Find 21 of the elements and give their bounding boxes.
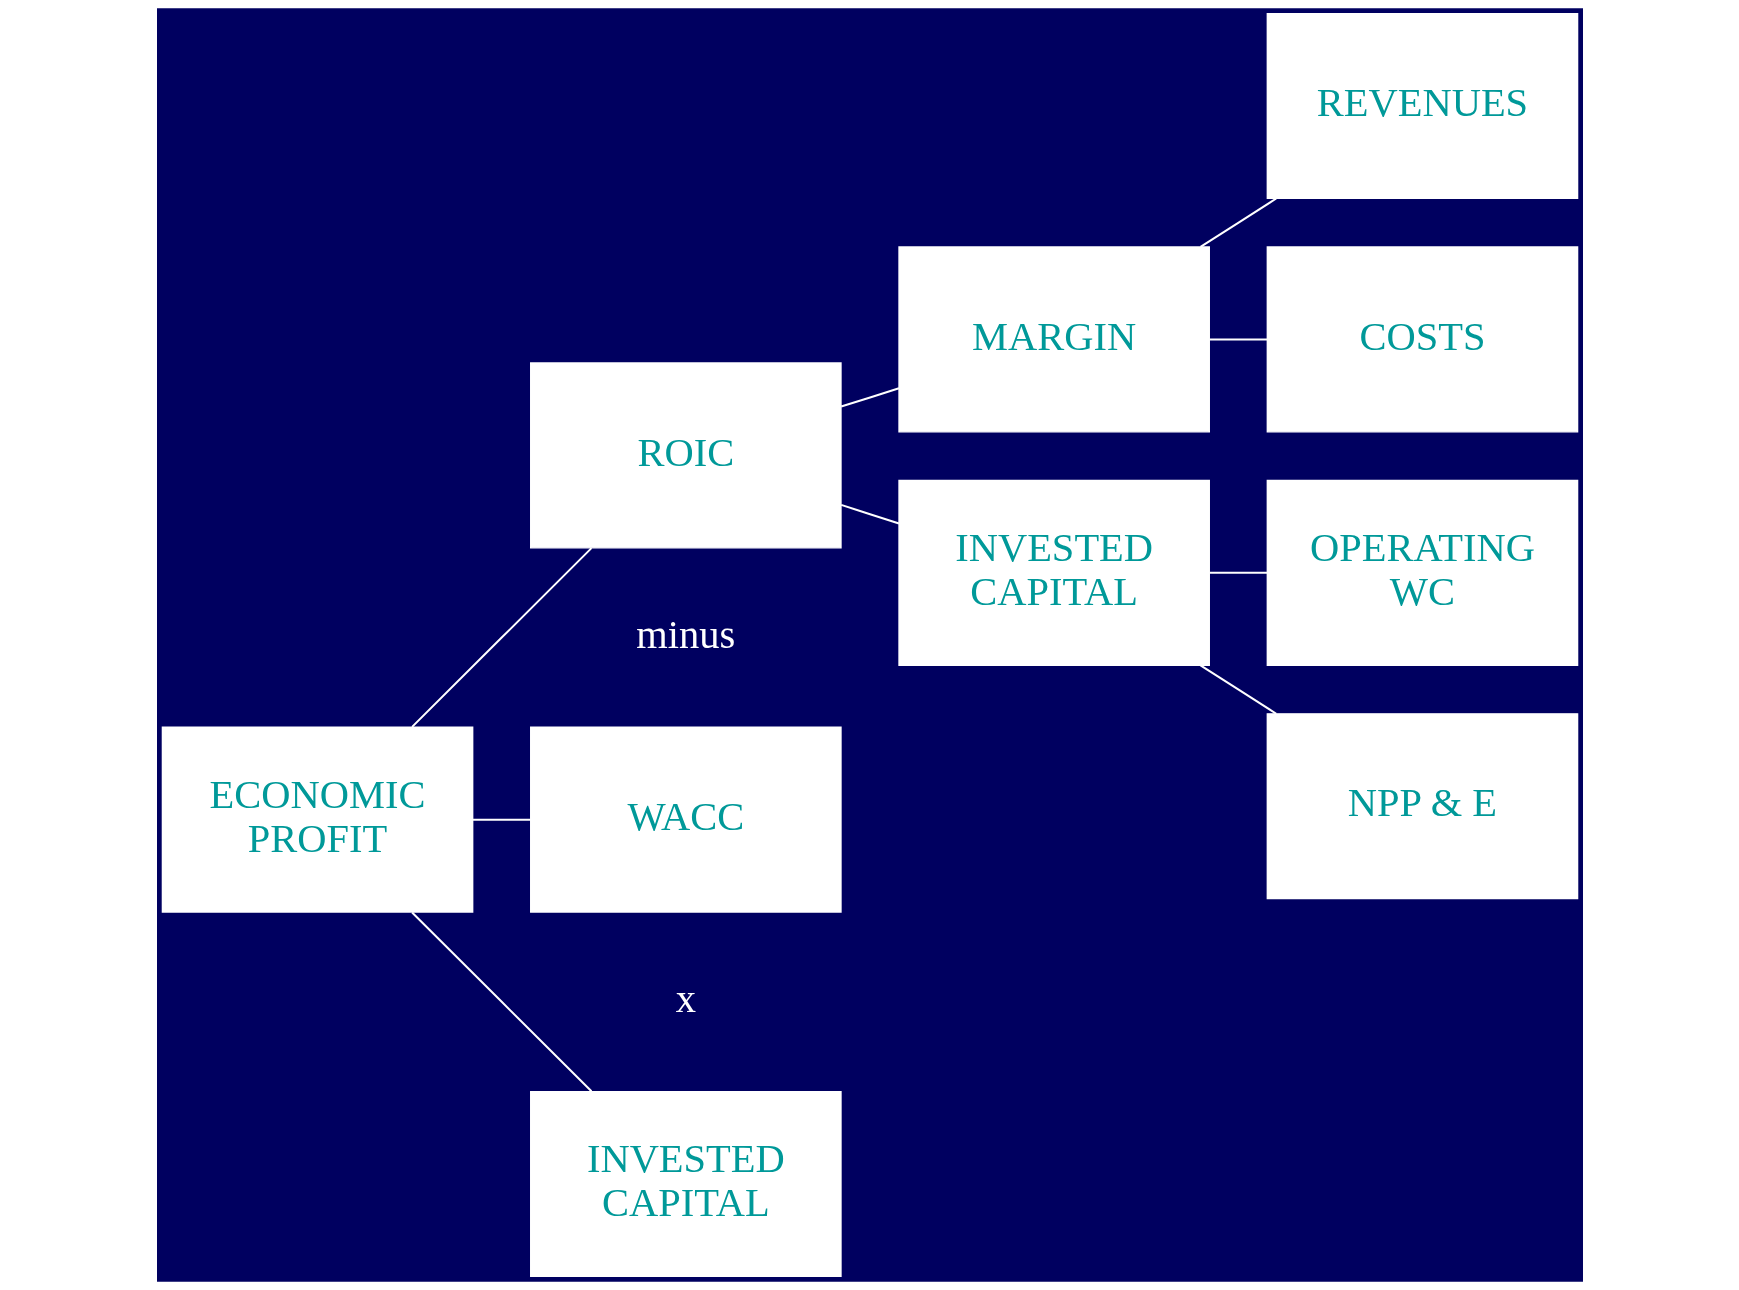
connector <box>1209 338 1267 341</box>
label: minus <box>635 611 735 657</box>
node-box: NPP & E <box>1266 713 1578 900</box>
node-box: ECONOMIC PROFIT <box>161 726 473 913</box>
connector <box>1199 664 1277 715</box>
node-box: INVESTED CAPITAL <box>529 1090 842 1278</box>
connector <box>1199 197 1277 248</box>
node-box: MARGIN <box>897 246 1210 433</box>
node-box: WACC <box>529 726 842 913</box>
connector <box>410 547 592 728</box>
node-box: REVENUES <box>1266 12 1578 200</box>
node-box: COSTS <box>1266 246 1578 433</box>
connector <box>472 818 531 821</box>
connector <box>840 387 899 408</box>
node-box: OPERATING WC <box>1266 479 1578 666</box>
node-box: INVESTED CAPITAL <box>897 479 1210 666</box>
node-box: ROIC <box>529 362 842 549</box>
connector <box>410 911 592 1092</box>
connector <box>1209 571 1267 574</box>
label: x <box>675 975 696 1021</box>
connector <box>840 503 899 525</box>
